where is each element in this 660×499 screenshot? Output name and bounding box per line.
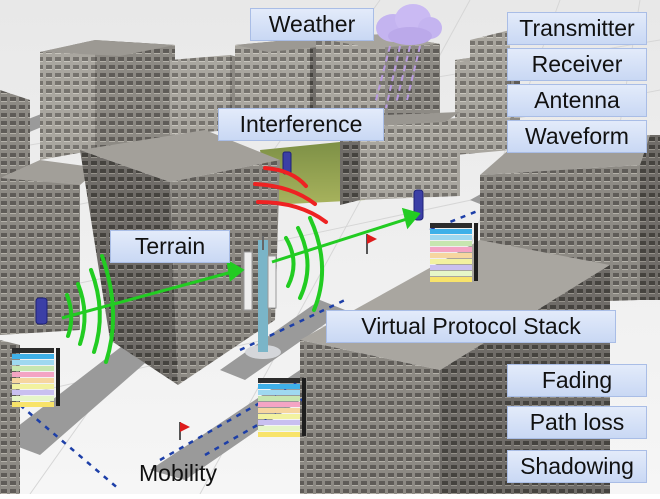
cloud-icon: [376, 4, 442, 45]
label-fading: Fading: [507, 364, 647, 397]
signal-waves: [65, 216, 325, 364]
label-path-loss: Path loss: [507, 406, 647, 439]
label-antenna: Antenna: [507, 84, 647, 117]
radio-tower-icon: [243, 236, 281, 359]
rain-icon: [374, 45, 421, 109]
label-interference: Interference: [218, 108, 384, 141]
label-shadowing: Shadowing: [507, 450, 647, 483]
label-weather: Weather: [250, 8, 374, 41]
label-virtual-protocol-stack: Virtual Protocol Stack: [326, 310, 616, 343]
building-left: [0, 160, 100, 335]
interference-waves: [253, 166, 328, 224]
label-receiver: Receiver: [507, 48, 647, 81]
signal-arrows: [61, 207, 421, 320]
label-terrain: Terrain: [110, 230, 230, 263]
flag-icon: [179, 234, 377, 440]
label-waveform: Waveform: [507, 120, 647, 153]
label-mobility: Mobility: [139, 460, 217, 486]
protocol-stack-icon: [12, 223, 478, 437]
label-transmitter: Transmitter: [507, 12, 647, 45]
